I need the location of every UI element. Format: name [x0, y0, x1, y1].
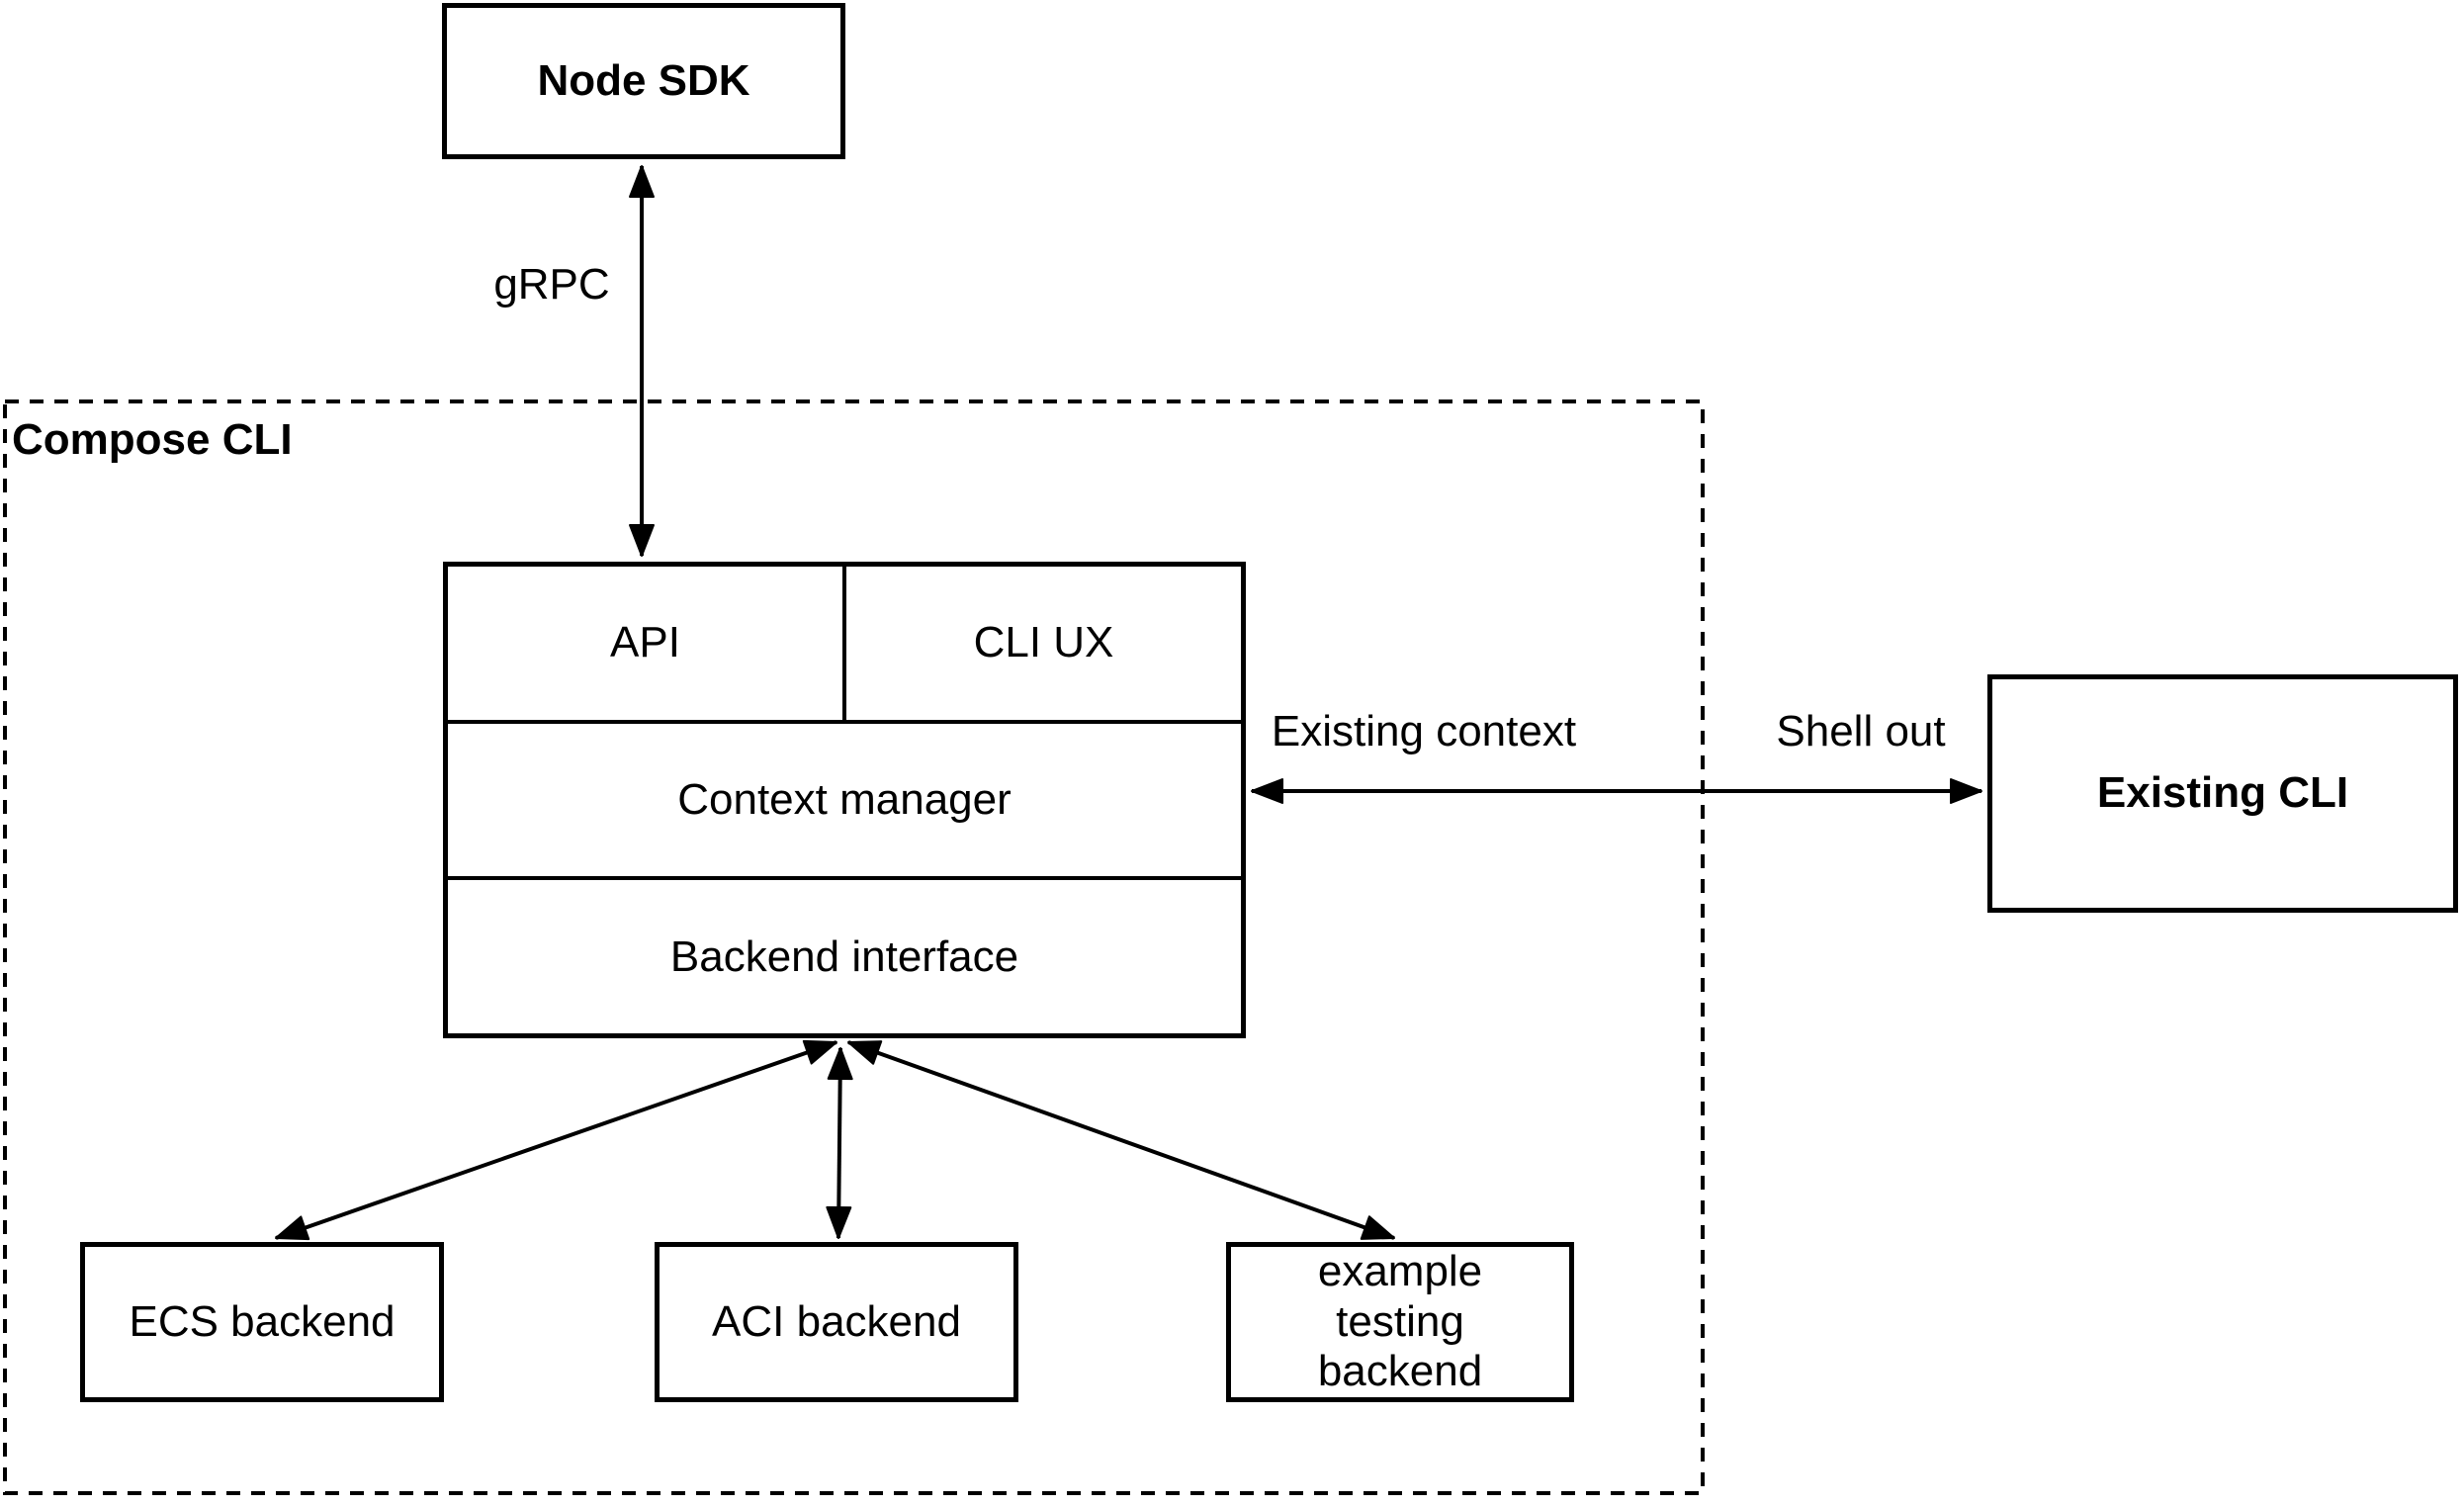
context-manager-row: Context manager — [448, 719, 1241, 877]
api-label: API — [610, 618, 680, 667]
existing-cli-label: Existing CLI — [2096, 768, 2349, 818]
backend-arrow-example — [847, 1040, 1395, 1240]
node-sdk-box: Node SDK — [442, 3, 845, 159]
compose-cli-container-border — [3, 399, 1705, 1495]
api-cliux-row: API CLI UX — [448, 567, 1241, 720]
ecs-backend-box: ECS backend — [80, 1242, 444, 1402]
existing-context-edge-label: Existing context — [1271, 707, 1577, 755]
aci-backend-label: ACI backend — [712, 1296, 961, 1346]
cli-ux-label: CLI UX — [973, 618, 1114, 667]
shell-out-edge-label: Shell out — [1776, 707, 1946, 755]
api-cell: API — [448, 567, 842, 720]
grpc-edge-label: gRPC — [493, 260, 610, 309]
aci-backend-box: ACI backend — [655, 1242, 1018, 1402]
compose-cli-core-box: API CLI UX Context manager Backend inter… — [443, 562, 1246, 1038]
ecs-backend-label: ECS backend — [129, 1296, 396, 1346]
existing-cli-box: Existing CLI — [1987, 674, 2458, 913]
example-testing-backend-label: example testing backend — [1317, 1247, 1483, 1396]
context-manager-label: Context manager — [677, 775, 1012, 824]
compose-cli-container-label: Compose CLI — [12, 415, 293, 464]
backend-interface-label: Backend interface — [669, 931, 1019, 981]
example-testing-backend-box: example testing backend — [1226, 1242, 1574, 1402]
cli-ux-cell: CLI UX — [842, 567, 1241, 720]
node-sdk-label: Node SDK — [537, 55, 750, 105]
backend-arrow-ecs — [275, 1039, 837, 1241]
backend-interface-row: Backend interface — [448, 876, 1241, 1033]
backend-arrow-aci — [826, 1047, 853, 1239]
